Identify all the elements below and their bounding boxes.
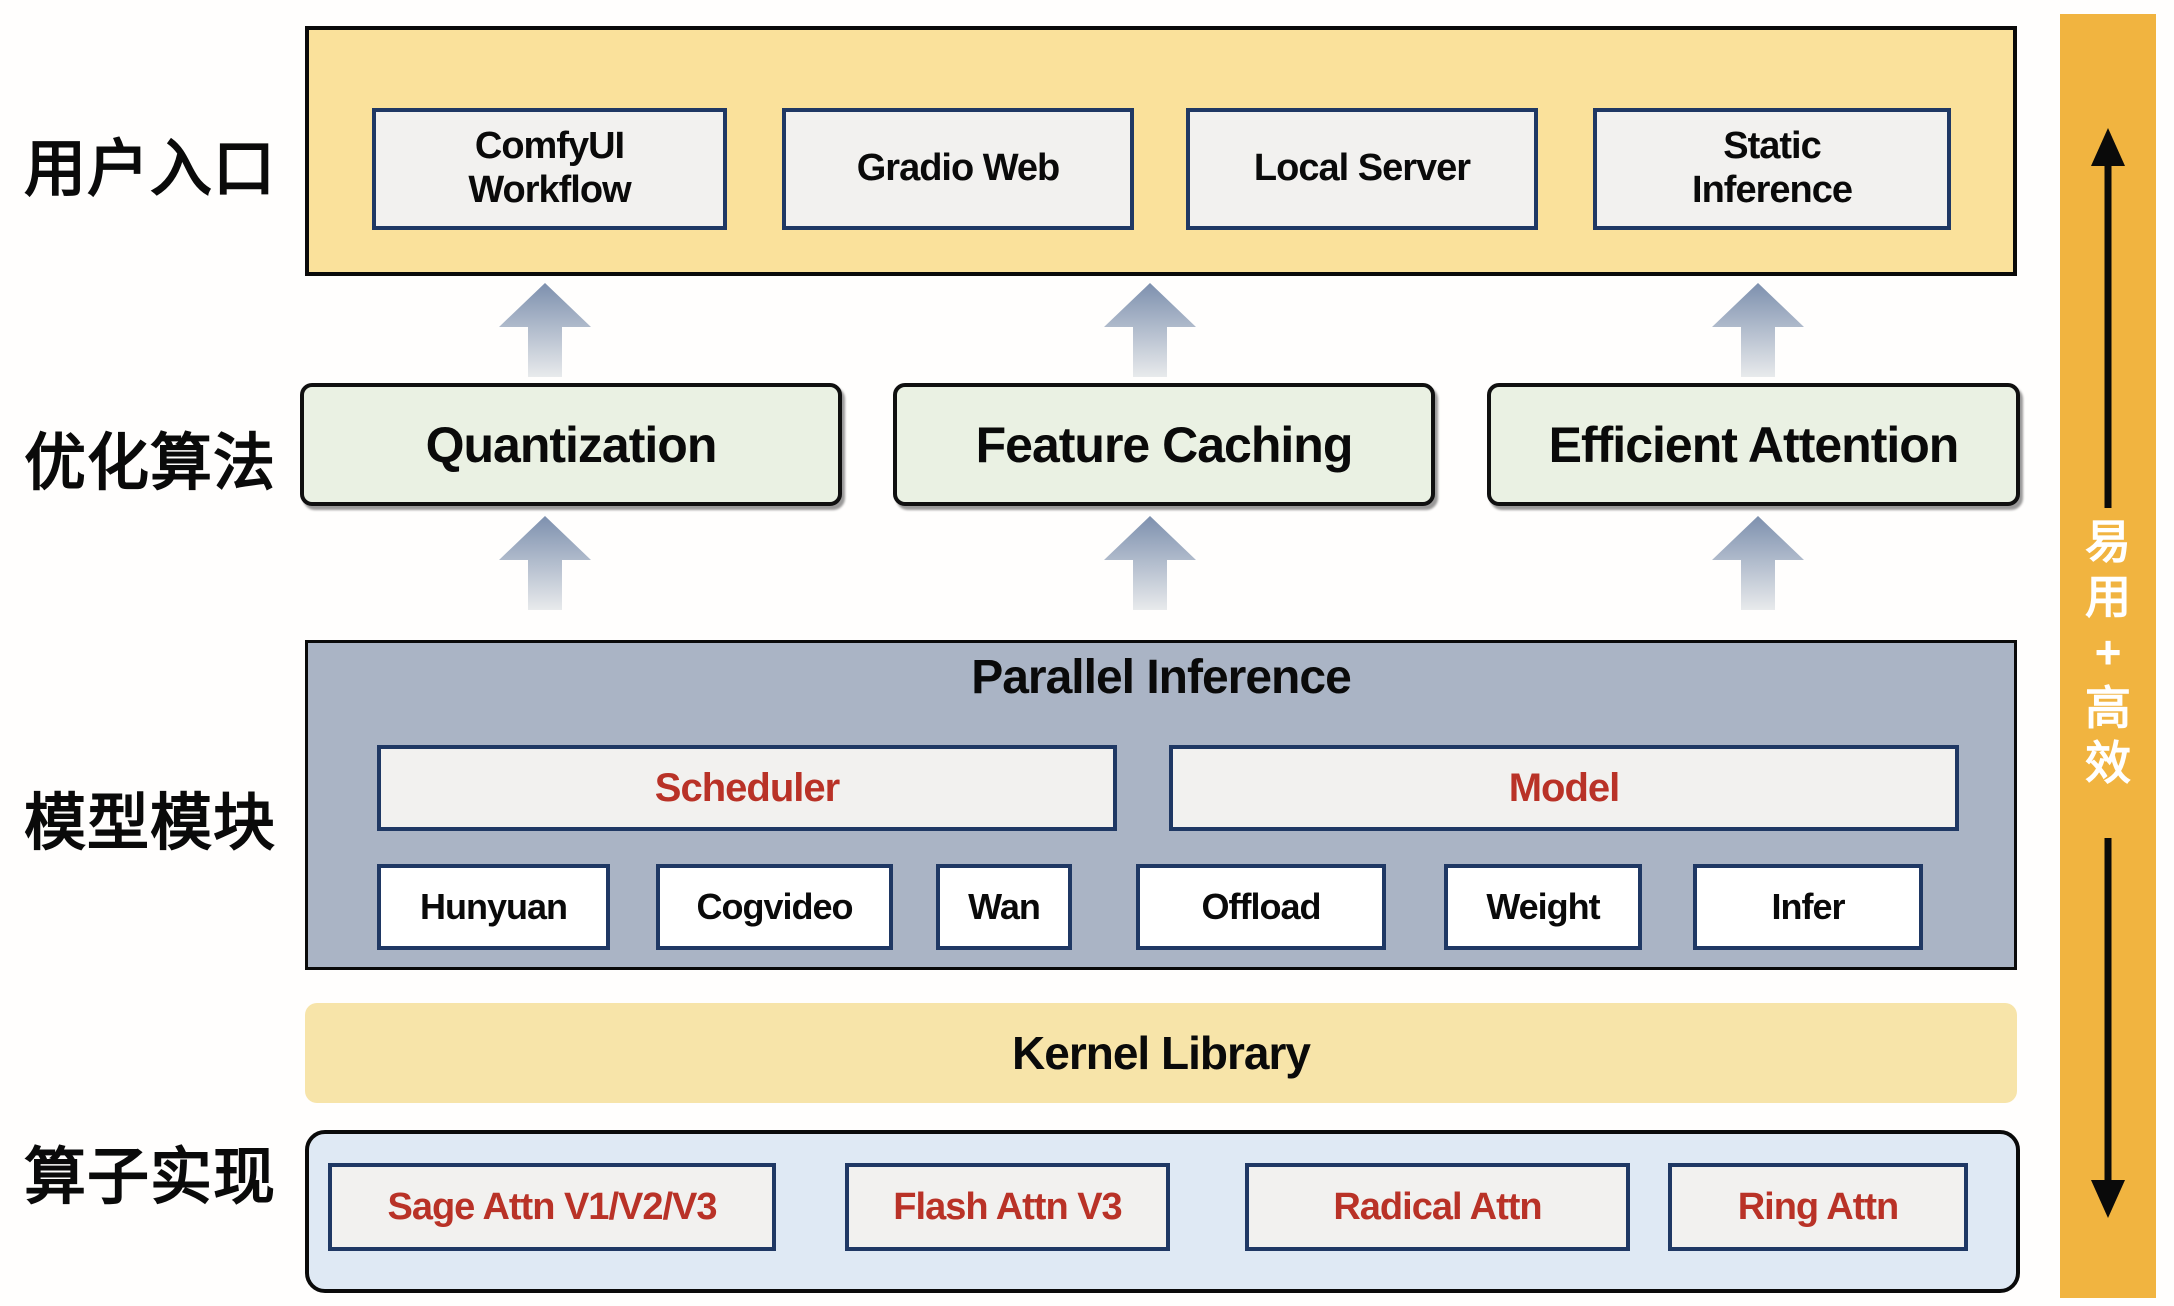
entry-box-static-inference: Static Inference <box>1593 108 1951 230</box>
kernel-library-band: Kernel Library <box>305 1003 2017 1103</box>
op-chip-flash-attn: Flash Attn V3 <box>845 1163 1170 1251</box>
up-block-arrow-icon <box>1712 516 1804 610</box>
model-chip-cogvideo: Cogvideo <box>656 864 893 950</box>
up-block-arrow-icon <box>499 283 591 377</box>
algo-box-quantization: Quantization <box>300 383 842 506</box>
algo-box-feature-caching: Feature Caching <box>893 383 1435 506</box>
up-block-arrow-icon <box>1104 283 1196 377</box>
algo-box-efficient-attention: Efficient Attention <box>1487 383 2020 506</box>
op-chip-sage-attn: Sage Attn V1/V2/V3 <box>328 1163 776 1251</box>
model-chip-offload: Offload <box>1136 864 1386 950</box>
row-label-user-entry: 用户入口 <box>23 135 276 204</box>
entry-box-gradio: Gradio Web <box>782 108 1134 230</box>
entry-box-comfyui: ComfyUI Workflow <box>372 108 727 230</box>
side-banner-text: 易 用 + 高 效 <box>2085 516 2131 789</box>
row-label-model-module: 模型模块 <box>23 789 276 858</box>
up-block-arrow-icon <box>1104 516 1196 610</box>
model-chip-infer: Infer <box>1693 864 1923 950</box>
model-chip-wan: Wan <box>936 864 1072 950</box>
down-arrow-icon <box>2091 838 2125 1218</box>
row-label-operators: 算子实现 <box>23 1143 276 1212</box>
entry-box-local-server: Local Server <box>1186 108 1538 230</box>
parallel-inference-title: Parallel Inference <box>971 651 1352 704</box>
row-label-optimization: 优化算法 <box>23 429 276 498</box>
up-block-arrow-icon <box>499 516 591 610</box>
op-chip-ring-attn: Ring Attn <box>1668 1163 1968 1251</box>
up-arrow-icon <box>2091 128 2125 508</box>
group-header-model: Model <box>1169 745 1959 831</box>
group-header-scheduler: Scheduler <box>377 745 1117 831</box>
up-block-arrow-icon <box>1712 283 1804 377</box>
model-chip-hunyuan: Hunyuan <box>377 864 610 950</box>
op-chip-radical-attn: Radical Attn <box>1245 1163 1630 1251</box>
model-chip-weight: Weight <box>1444 864 1642 950</box>
